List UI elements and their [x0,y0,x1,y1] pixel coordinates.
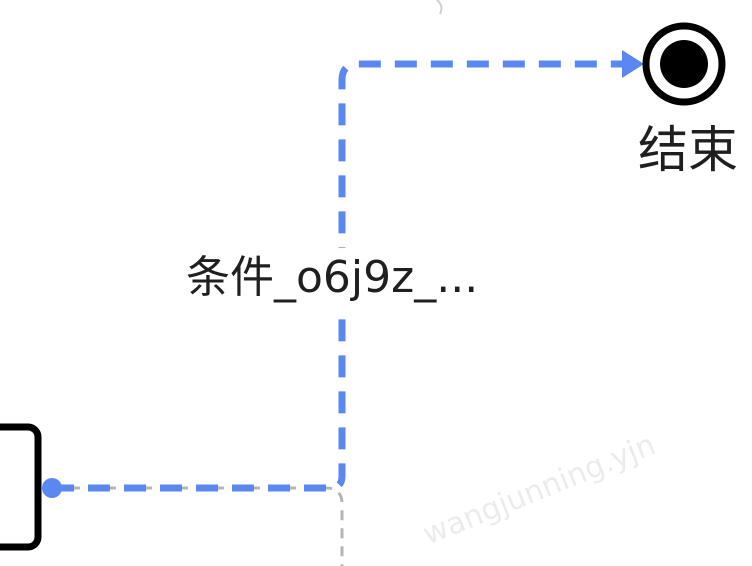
edge-source-handle[interactable] [42,478,62,498]
end-event-inner-dot [660,40,708,88]
task-node[interactable] [0,423,42,551]
edge-condition-label[interactable]: 条件_o6j9z_... [182,248,483,308]
offscreen-node-edge [436,0,443,15]
end-event-node[interactable] [642,22,726,106]
inactive-edge[interactable] [52,486,344,566]
end-node-label: 结束 [638,121,738,179]
edge-arrowhead [622,50,644,78]
